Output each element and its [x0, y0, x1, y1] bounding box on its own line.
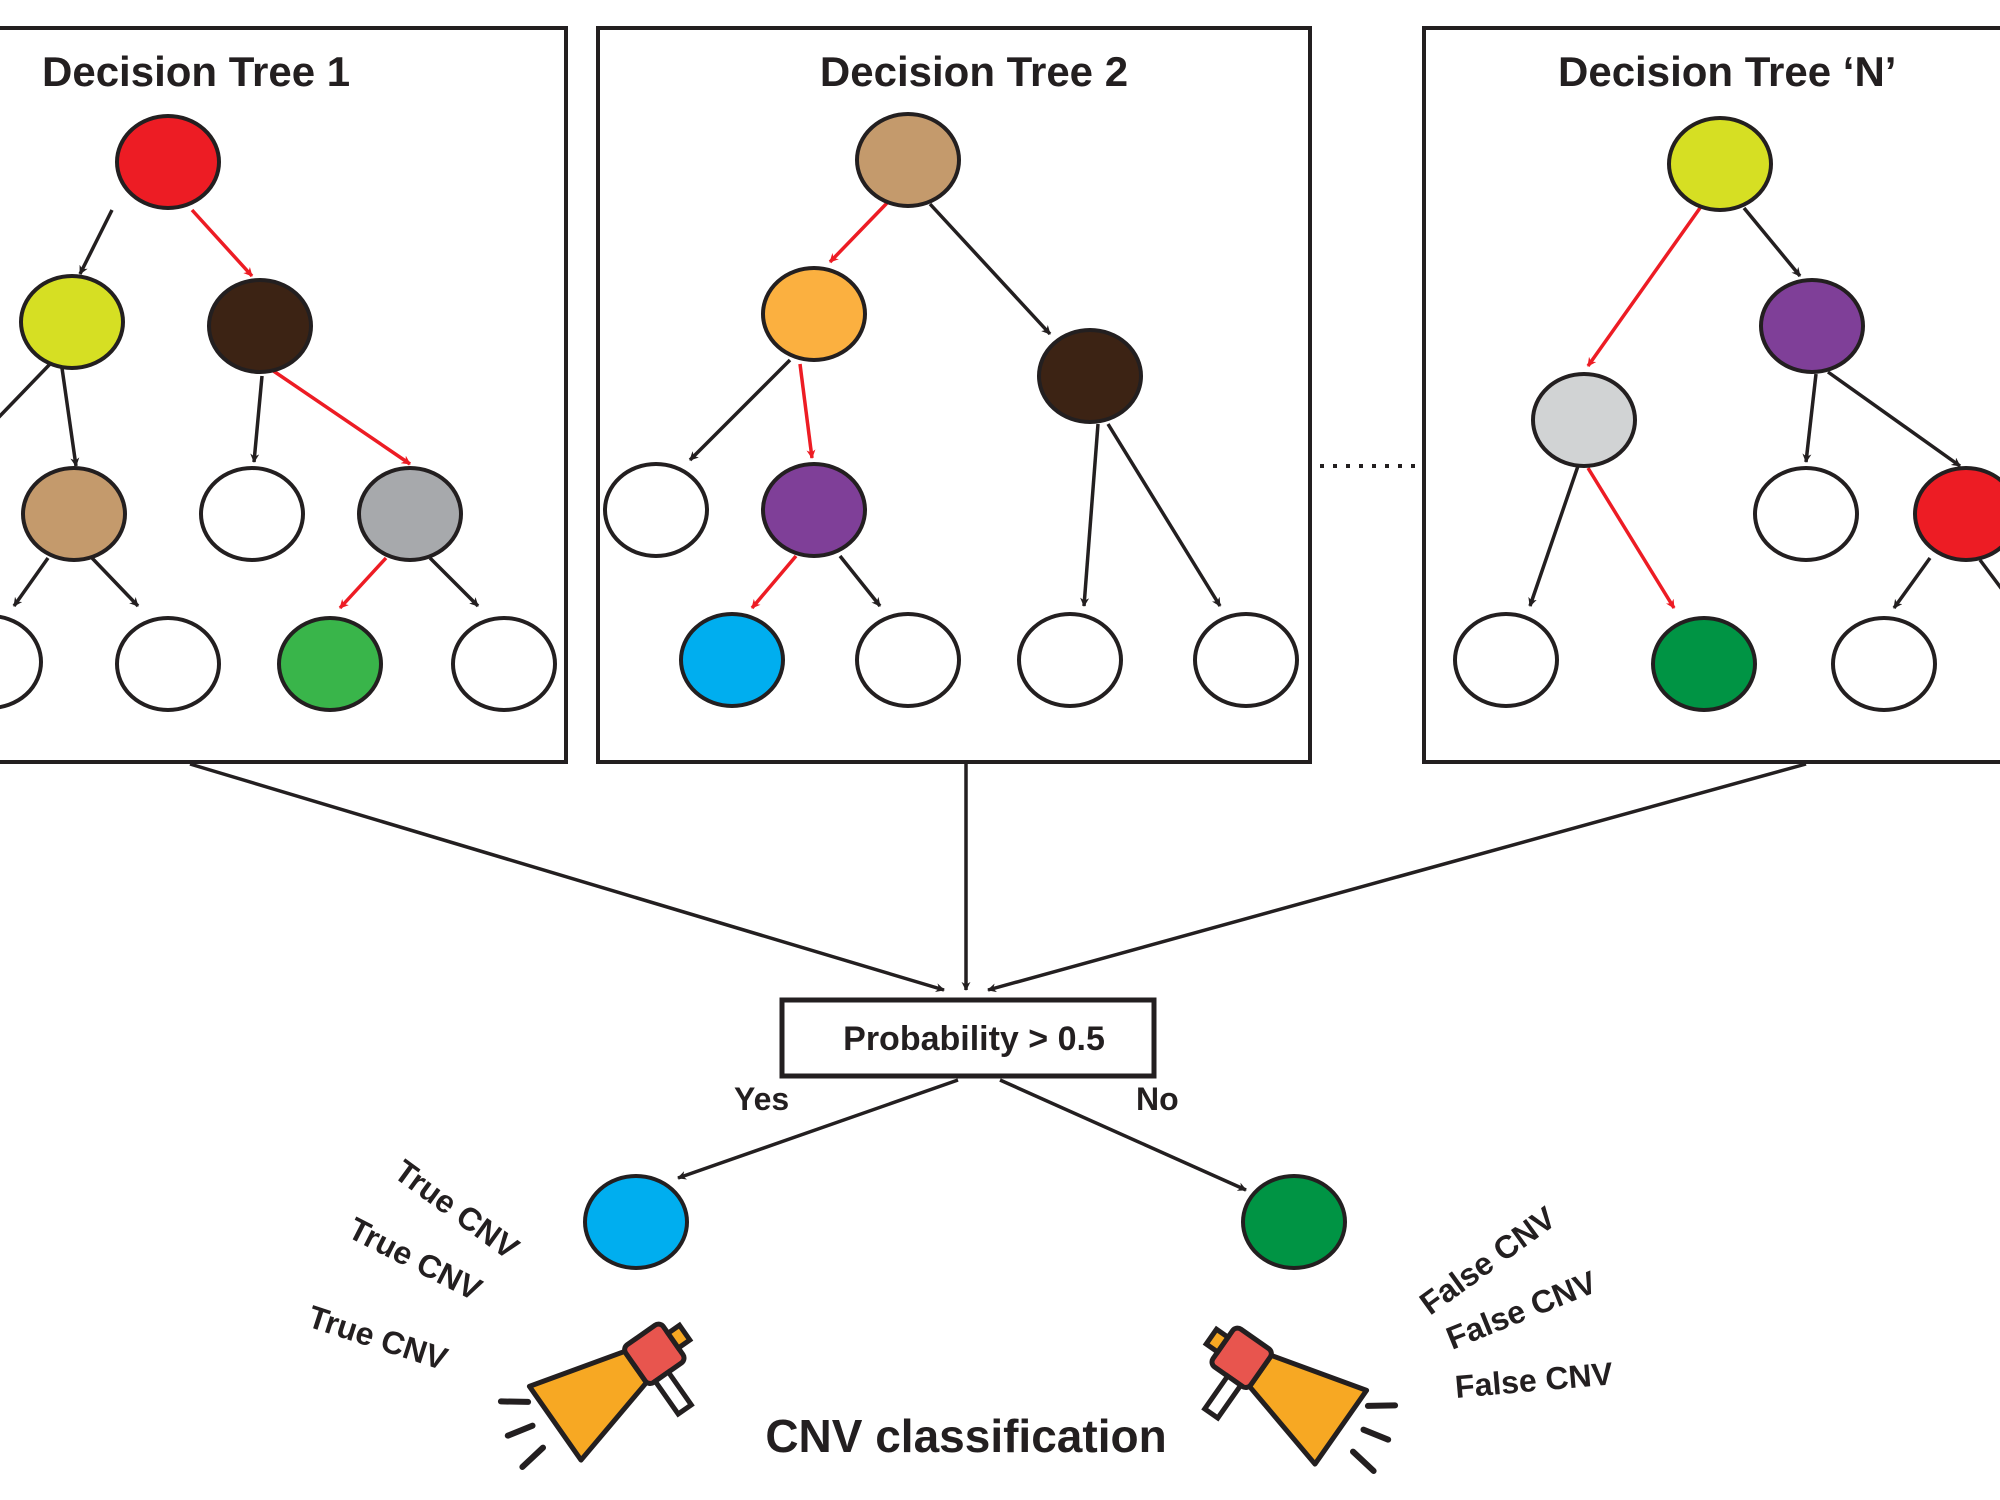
tree-1-edge: [90, 556, 140, 608]
tree-panel-2-frame: [596, 26, 1312, 764]
tree-2-node-l3d: [1193, 612, 1299, 708]
tree-n-edge: [1892, 556, 1932, 610]
tree-2-edge-path: [828, 200, 890, 264]
tree-1-edge: [60, 367, 80, 467]
tree-1-node-l2c: [357, 466, 463, 562]
tree-1-node-root: [115, 114, 221, 210]
tree-panel-1-frame: [0, 26, 568, 764]
tree-2-node-l3b: [855, 612, 961, 708]
tree-2-node-l3c: [1017, 612, 1123, 708]
tree-1-edge-path: [190, 208, 254, 278]
tree-n-nodes: [1453, 116, 2000, 712]
tree-2-node-l1b: [1037, 328, 1143, 424]
no-branch-label: No: [1136, 1081, 1179, 1117]
tree-1-node-l2b: [199, 466, 305, 562]
tree-panel-1: Decision Tree 1: [0, 26, 568, 764]
tree-n-node-l2b: [1913, 466, 2000, 562]
megaphone-icon: [1201, 1325, 1399, 1474]
tree-n-edge: [1802, 373, 1818, 463]
tree-n-node-root: [1667, 116, 1773, 212]
decision-box: Probability > 0.5: [779, 997, 1157, 1079]
tree-2-edge: [928, 202, 1052, 336]
tree-2-nodes: [603, 112, 1299, 708]
decision-label: Probability > 0.5: [843, 1020, 1105, 1058]
aggregation-arrow-tree-n: [987, 762, 1807, 993]
tree-1-node-l1a: [19, 274, 125, 370]
tree-2-edge: [838, 554, 882, 608]
tree-1-edge-path: [271, 368, 411, 466]
tree-panel-n-frame: [1422, 26, 2000, 764]
tree-2-edge-path: [750, 554, 798, 610]
aggregation-arrows: [189, 762, 1807, 993]
tree-n-edge: [1826, 370, 1962, 468]
tree-1-node-l1b: [207, 278, 313, 374]
tree-2-node-l2a: [603, 462, 709, 558]
tree-1-node-l3c: [277, 616, 383, 712]
tree-n-node-l3b: [1651, 616, 1757, 712]
tree-panel-2-title: Decision Tree 2: [820, 48, 1128, 95]
tree-2-node-l2b: [761, 462, 867, 558]
no-branch-arrow: [999, 1078, 1247, 1192]
tree-n-edges: [1528, 206, 2000, 610]
tree-2-edge: [1080, 423, 1100, 607]
yes-branch-label: Yes: [734, 1081, 789, 1117]
tree-2-node-l1a: [761, 266, 867, 362]
tree-n-node-l3c: [1831, 616, 1937, 712]
tree-2-edges: [688, 200, 1222, 610]
tree-1-nodes: [0, 114, 557, 712]
tree-2-node-l3a: [679, 612, 785, 708]
tree-1-node-l3b: [115, 616, 221, 712]
yes-branch-arrow: [677, 1078, 959, 1180]
tree-1-edge-path: [338, 556, 388, 610]
cnv-classification-caption: CNV classification: [765, 1410, 1166, 1462]
tree-n-node-l1b: [1759, 278, 1865, 374]
tree-2-edge: [1106, 423, 1222, 607]
tree-panel-2: Decision Tree 2: [596, 26, 1312, 764]
yes-outcome-node: [583, 1174, 689, 1270]
tree-1-node-l2a: [21, 466, 127, 562]
decision-box-frame: [779, 997, 1157, 1079]
aggregation-arrow-tree-1: [189, 762, 945, 992]
tree-1-edge: [250, 375, 264, 463]
tree-n-edge: [1978, 558, 2000, 590]
tree-1-node-l3a: [0, 614, 43, 710]
tree-1-edge: [12, 556, 50, 608]
true-cnv-votes: True CNV True CNV True CNV: [304, 1153, 526, 1378]
tree-1-node-l3d: [451, 616, 557, 712]
true-cnv-vote-3: True CNV: [304, 1298, 453, 1377]
tree-n-edge-path: [1586, 206, 1702, 368]
tree-panel-n-title: Decision Tree ‘N’: [1558, 48, 1896, 95]
tree-panel-n: Decision Tree ‘N’: [1422, 26, 2000, 764]
tree-n-node-l2a: [1753, 466, 1859, 562]
tree-n-node-l1a: [1531, 372, 1637, 468]
decision-branches: [677, 1078, 1247, 1192]
tree-n-node-l3a: [1453, 612, 1559, 708]
tree-n-edge: [1528, 465, 1580, 607]
no-outcome-node: [1241, 1174, 1347, 1270]
tree-1-edges: [0, 208, 480, 610]
false-cnv-votes: False CNV False CNV False CNV: [1413, 1199, 1615, 1405]
tree-1-edge: [78, 209, 114, 275]
megaphone-icon: [497, 1321, 695, 1470]
tree-1-edge: [428, 556, 480, 608]
tree-n-edge-path: [1586, 467, 1676, 609]
tree-2-edge-path: [798, 363, 816, 459]
false-cnv-vote-3: False CNV: [1453, 1355, 1614, 1405]
tree-n-edge: [1742, 206, 1802, 278]
tree-1-edge: [0, 360, 54, 419]
tree-panel-1-title: Decision Tree 1: [42, 48, 350, 95]
tree-2-edge: [688, 358, 792, 462]
tree-2-node-root: [855, 112, 961, 208]
